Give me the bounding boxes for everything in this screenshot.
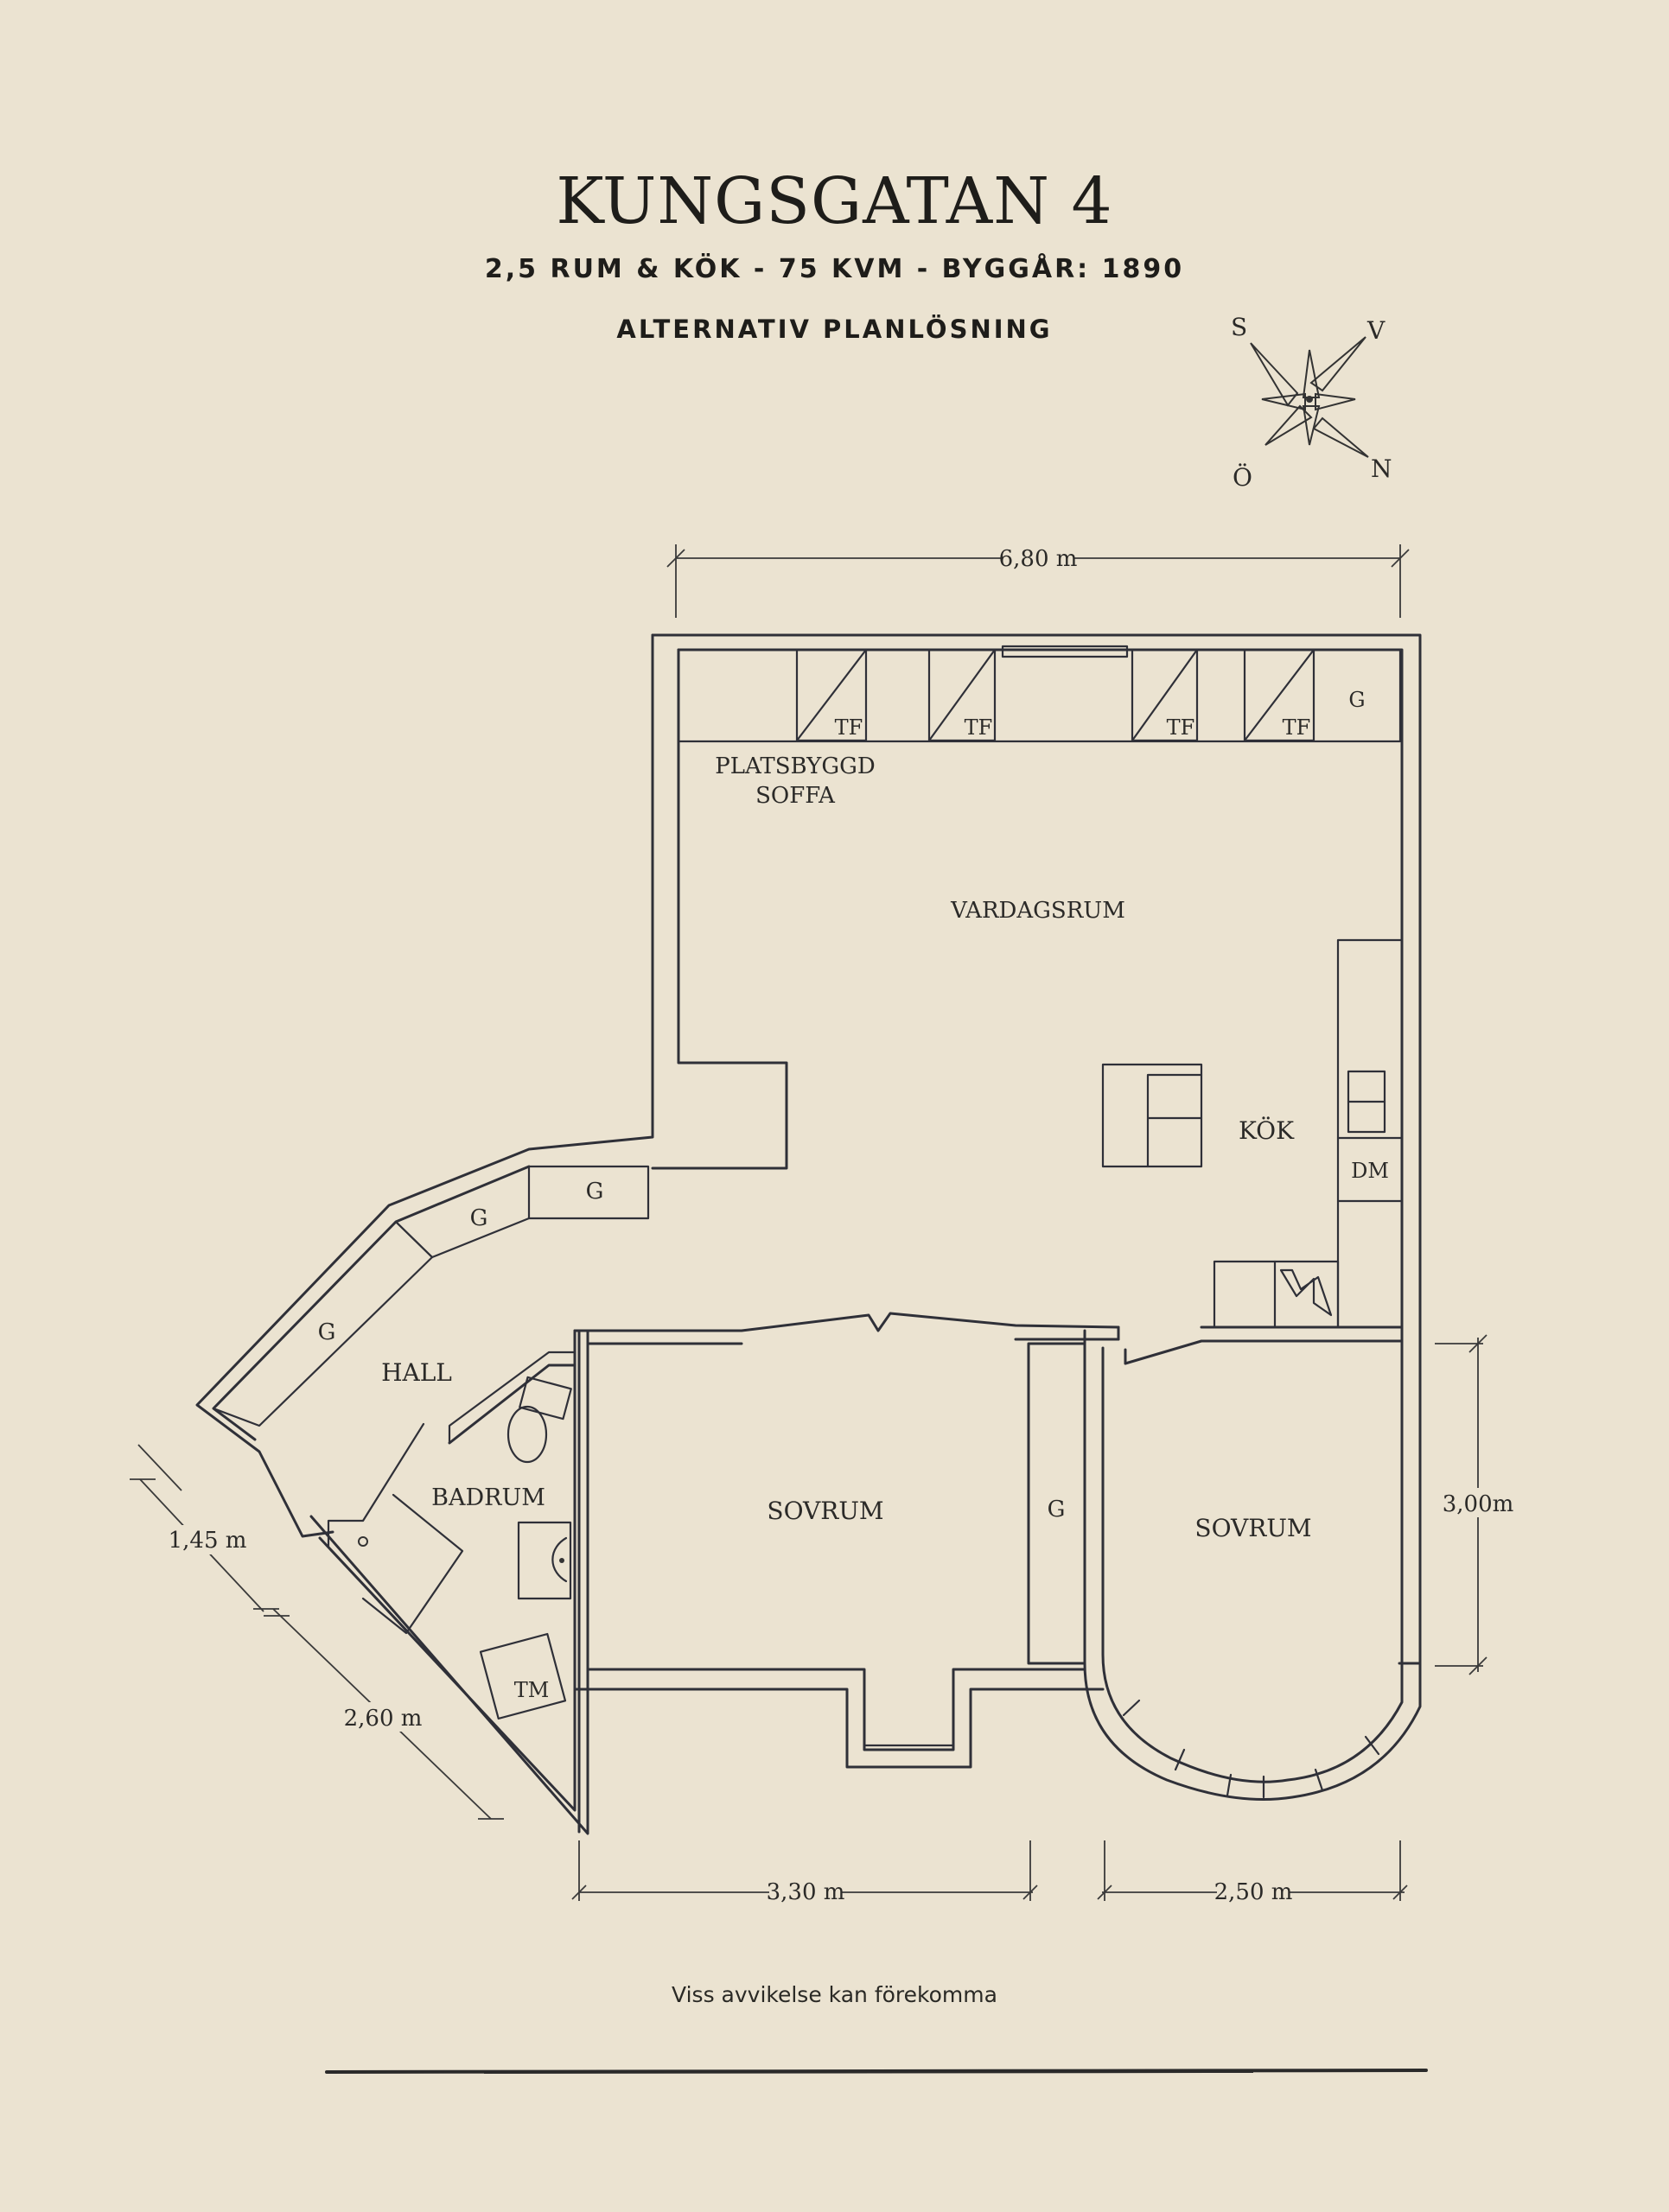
bathroom: TM BADRUM (327, 1351, 577, 1720)
kitchen: DM KÖK (1101, 938, 1404, 1329)
closet-label: G (1348, 688, 1365, 712)
wardrobe-label: TF (835, 715, 863, 740)
sofa-label: PLATSBYGGD (715, 753, 875, 779)
wardrobe-label: TF (965, 715, 993, 740)
closet-label: G (318, 1319, 336, 1345)
plan-type: ALTERNATIV PLANLÖSNING (616, 315, 1053, 344)
wardrobe-label: TF (1167, 715, 1195, 740)
room-label-hall: HALL (381, 1358, 452, 1387)
sofa-label: SOFFA (755, 783, 836, 809)
dishwasher-label: DM (1351, 1159, 1389, 1183)
compass-s: S (1231, 313, 1247, 341)
closet-label: G (470, 1205, 488, 1231)
dimension-diagonal: 1,45 m 2,60 m (130, 1444, 504, 1820)
closet-label: G (586, 1179, 604, 1205)
room-label-vardagsrum: VARDAGSRUM (950, 898, 1125, 924)
room-label-sovrum: SOVRUM (1194, 1514, 1311, 1542)
dimension-top-label: 6,80 m (999, 546, 1078, 572)
dimension-right: 3,00m (1435, 1334, 1514, 1675)
plan-subtitle: 2,5 RUM & KÖK - 75 KVM - BYGGÅR: 1890 (484, 254, 1185, 284)
dimension-bottom-right: 2,50 m (1097, 1840, 1408, 1907)
hall-closets: G G G (212, 1165, 650, 1427)
dimension-bottom-left: 3,30 m (571, 1840, 1038, 1907)
bedroom-left: G SOVRUM (767, 1342, 1086, 1747)
compass-n: N (1371, 454, 1392, 483)
dimension-bottom-right-label: 2,50 m (1214, 1879, 1293, 1905)
compass-o: Ö (1233, 462, 1252, 492)
compass-icon: S V Ö N (1231, 313, 1392, 492)
room-label-sovrum: SOVRUM (767, 1497, 883, 1525)
room-label-badrum: BADRUM (431, 1484, 545, 1511)
footer-divider (325, 2069, 1428, 2074)
dimension-diag-long-label: 2,60 m (344, 1706, 423, 1732)
bay-windows (1122, 1699, 1380, 1799)
compass-v: V (1366, 316, 1386, 345)
dimension-right-label: 3,00m (1443, 1491, 1514, 1517)
dimension-bottom-left-label: 3,30 m (767, 1879, 845, 1905)
plan-title: KUNGSGATAN 4 (556, 164, 1113, 238)
disclaimer: Viss avvikelse kan förekomma (672, 1982, 997, 2007)
dryer-label: TM (514, 1678, 550, 1702)
dimension-diag-short-label: 1,45 m (169, 1528, 247, 1554)
closet-label: G (1048, 1497, 1066, 1522)
wardrobe-label: TF (1283, 715, 1311, 740)
room-label-kok: KÖK (1239, 1116, 1295, 1145)
dimension-top: 6,80 m (666, 543, 1410, 618)
interior-walls (573, 1312, 1404, 1365)
wardrobes-top: TF TF TF TF G (677, 648, 1402, 743)
outer-walls (195, 633, 1422, 1835)
top-window (1001, 645, 1129, 658)
